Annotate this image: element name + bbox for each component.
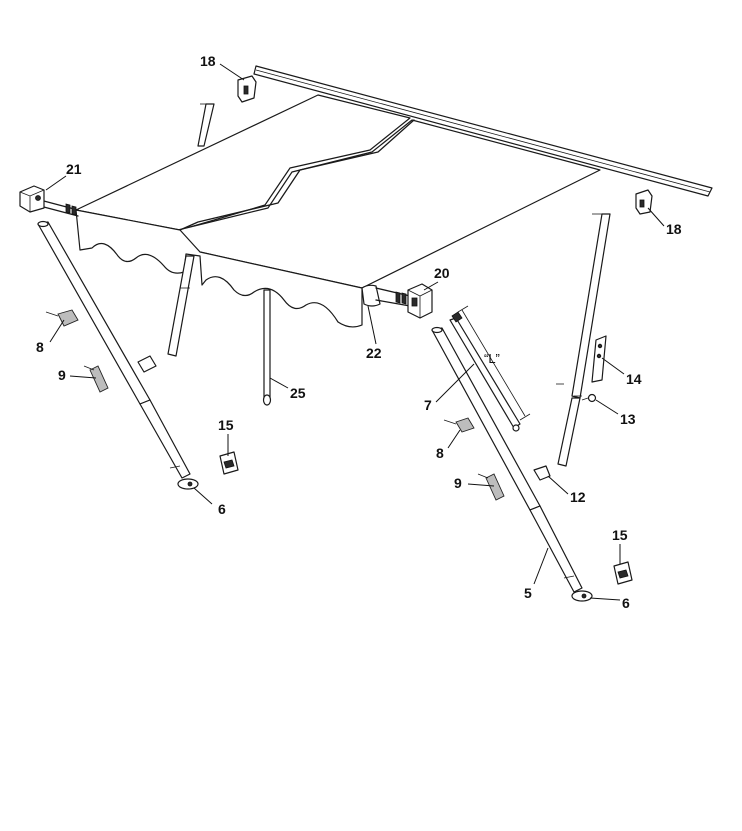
roller-tube-left xyxy=(39,199,79,217)
knob xyxy=(581,393,597,403)
mount-bracket-right xyxy=(613,561,633,585)
telescoping-rod xyxy=(449,305,531,432)
clip-left xyxy=(137,355,157,373)
callout-18-right: 18 xyxy=(666,221,682,237)
callout-14: 14 xyxy=(626,371,642,387)
callout-13: 13 xyxy=(620,411,636,427)
pull-strap xyxy=(262,289,272,406)
callout-15-right: 15 xyxy=(612,527,628,543)
end-cap-right xyxy=(407,283,433,319)
valance xyxy=(75,209,363,328)
callout-5: 5 xyxy=(524,585,532,601)
callout-6-right: 6 xyxy=(622,595,630,611)
roller-tube-right xyxy=(361,284,411,307)
rafter-arm-right xyxy=(557,213,611,467)
callout-21: 21 xyxy=(66,161,82,177)
knob-bracket-right xyxy=(443,417,475,433)
screws-mount xyxy=(169,383,575,579)
cam-lever-right xyxy=(477,473,505,501)
awning-rail xyxy=(253,65,713,197)
top-bracket-left xyxy=(237,75,257,103)
callout-8-left: 8 xyxy=(36,339,44,355)
callout-25: 25 xyxy=(290,385,306,401)
callout-6-left: 6 xyxy=(218,501,226,517)
foot-pad-left xyxy=(177,478,199,490)
mount-bracket-left xyxy=(219,451,239,475)
callout-20: 20 xyxy=(434,265,450,281)
leader-lines xyxy=(45,63,665,601)
end-cap-left xyxy=(19,185,45,213)
main-arm-right xyxy=(431,326,583,593)
callout-22: 22 xyxy=(366,345,382,361)
rafter-arm-left xyxy=(167,103,215,357)
callout-12: 12 xyxy=(570,489,586,505)
cam-lever-left xyxy=(83,365,109,393)
callout-8-right: 8 xyxy=(436,445,444,461)
callout-9-right: 9 xyxy=(454,475,462,491)
slider-bracket xyxy=(591,335,607,383)
main-arm-left xyxy=(37,220,191,479)
foot-pad-right xyxy=(571,590,593,602)
clip-right xyxy=(533,465,551,481)
callout-18-left: 18 xyxy=(200,53,216,69)
callout-15-left: 15 xyxy=(218,417,234,433)
callout-7: 7 xyxy=(424,397,432,413)
canopy-fabric xyxy=(75,94,601,289)
dimension-label-L: “L” xyxy=(484,351,500,366)
callout-9-left: 9 xyxy=(58,367,66,383)
